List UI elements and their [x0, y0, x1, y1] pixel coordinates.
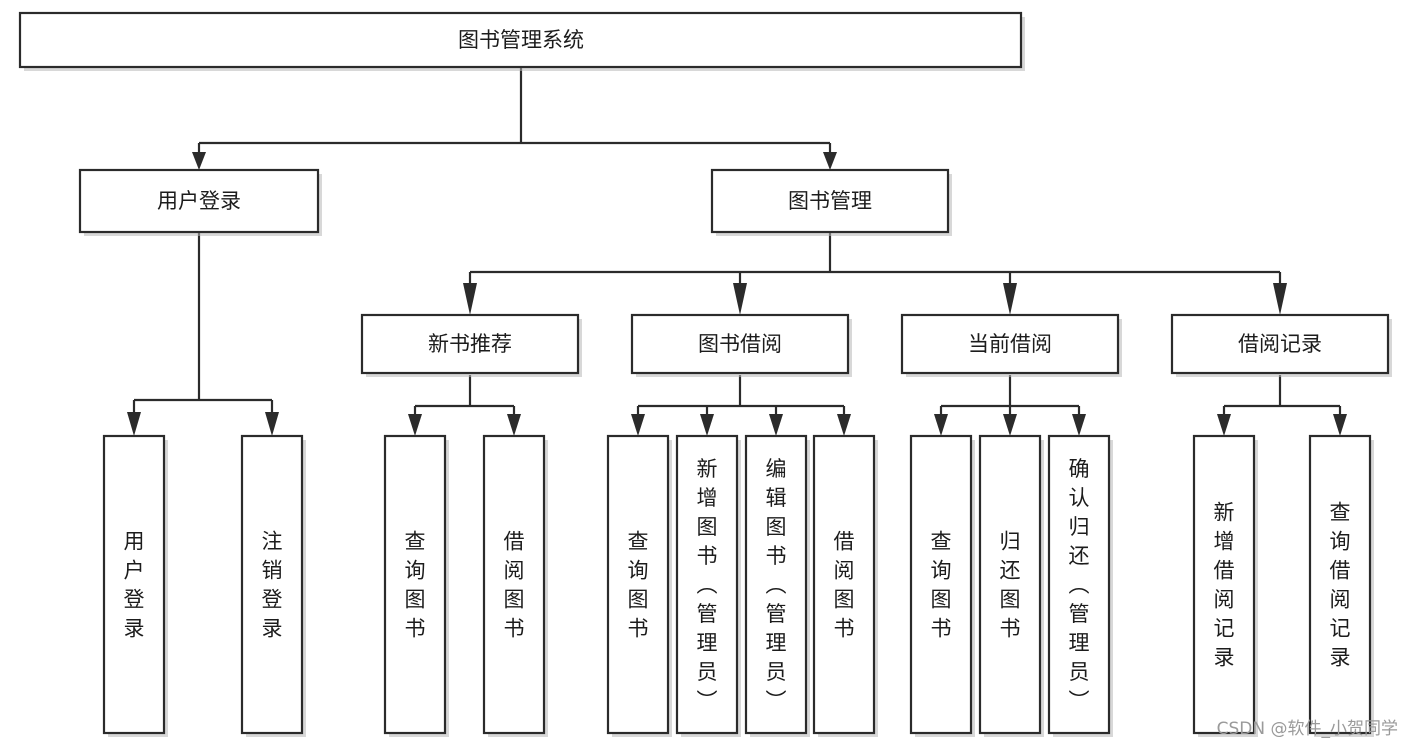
arrow-head-leaf-confirm-return [1072, 414, 1086, 436]
node-borrow-record[interactable]: 借阅记录 [1170, 313, 1392, 377]
leaf-confirm-return-box[interactable] [1047, 434, 1111, 735]
leaf-borrow-book-2-box[interactable] [812, 434, 876, 735]
arrow-head-leaf-borrow-book-2 [837, 414, 851, 436]
arrow-head-book-management [823, 152, 837, 170]
arrow-head-user-login [192, 152, 206, 170]
node-leaf-confirm-return[interactable]: 确认归还︵管理员︶ [1047, 434, 1113, 737]
leaf-query-record-label: 查询借阅记录 [1330, 501, 1351, 670]
arrow-head-leaf-query-book-2 [631, 414, 645, 436]
node-leaf-user-login[interactable]: 用户登录 [102, 434, 168, 737]
leaf-add-record-box[interactable] [1192, 434, 1256, 735]
book-borrow-label: 图书借阅 [698, 332, 782, 356]
node-leaf-borrow-book-1[interactable]: 借阅图书 [482, 434, 548, 737]
leaf-query-book-2-label: 查询图书 [628, 530, 649, 641]
node-leaf-query-book-1[interactable]: 查询图书 [383, 434, 449, 737]
borrow-record-box[interactable] [1170, 313, 1390, 375]
leaf-add-book-box[interactable] [675, 434, 739, 735]
arrow-head-leaf-query-book-1 [408, 414, 422, 436]
user-login-label: 用户登录 [157, 189, 241, 213]
leaf-return-book-label: 归还图书 [1000, 530, 1021, 641]
leaf-logout-login-label: 注销登录 [262, 530, 283, 641]
leaf-user-login-label: 用户登录 [124, 530, 145, 641]
leaf-return-book-box[interactable] [978, 434, 1042, 735]
book-management-box[interactable] [710, 168, 950, 234]
arrow-head-new-book-recommend [463, 283, 477, 315]
arrow-head-leaf-query-record [1333, 414, 1347, 436]
leaf-borrow-book-1-label: 借阅图书 [504, 530, 525, 641]
arrow-head-borrow-record [1273, 283, 1287, 315]
leaf-edit-book-box[interactable] [744, 434, 808, 735]
node-leaf-query-book-2[interactable]: 查询图书 [606, 434, 672, 737]
new-book-recommend-box[interactable] [360, 313, 580, 375]
arrow-head-leaf-query-book-3 [934, 414, 948, 436]
leaf-user-login-box[interactable] [102, 434, 166, 735]
arrow-head-leaf-add-record [1217, 414, 1231, 436]
node-book-management[interactable]: 图书管理 [710, 168, 952, 236]
borrow-record-label: 借阅记录 [1238, 332, 1322, 356]
node-new-book-recommend[interactable]: 新书推荐 [360, 313, 582, 377]
root-label: 图书管理系统 [458, 28, 584, 52]
leaf-query-book-3-box[interactable] [909, 434, 973, 735]
current-borrow-box[interactable] [900, 313, 1120, 375]
node-book-borrow[interactable]: 图书借阅 [630, 313, 852, 377]
leaf-query-book-3-label: 查询图书 [931, 530, 952, 641]
leaf-borrow-book-2-label: 借阅图书 [834, 530, 855, 641]
node-leaf-borrow-book-2[interactable]: 借阅图书 [812, 434, 878, 737]
book-borrow-box[interactable] [630, 313, 850, 375]
leaf-edit-book-label: 编辑图书︵管理员︶ [766, 457, 787, 713]
new-book-recommend-label: 新书推荐 [428, 332, 512, 356]
leaf-query-book-1-box[interactable] [383, 434, 447, 735]
arrow-head-leaf-add-book [700, 414, 714, 436]
node-leaf-add-book[interactable]: 新增图书︵管理员︶ [675, 434, 741, 737]
node-leaf-query-record[interactable]: 查询借阅记录 [1308, 434, 1374, 737]
arrow-head-current-borrow [1003, 283, 1017, 315]
leaf-borrow-book-1-box[interactable] [482, 434, 546, 735]
arrow-head-leaf-logout-login [265, 412, 279, 436]
book-management-label: 图书管理 [788, 189, 872, 213]
leaf-add-record-label: 新增借阅记录 [1214, 501, 1235, 670]
node-user-login[interactable]: 用户登录 [78, 168, 322, 236]
connector-layer [127, 67, 1347, 436]
leaf-query-book-1-label: 查询图书 [405, 530, 426, 641]
leaf-query-book-2-box[interactable] [606, 434, 670, 735]
node-leaf-add-record[interactable]: 新增借阅记录 [1192, 434, 1258, 737]
user-login-box[interactable] [78, 168, 320, 234]
node-leaf-logout-login[interactable]: 注销登录 [240, 434, 306, 737]
node-leaf-query-book-3[interactable]: 查询图书 [909, 434, 975, 737]
arrow-head-book-borrow [733, 283, 747, 315]
leaf-query-record-box[interactable] [1308, 434, 1372, 735]
leaf-add-book-label: 新增图书︵管理员︶ [697, 457, 718, 713]
node-leaf-return-book[interactable]: 归还图书 [978, 434, 1044, 737]
node-root[interactable]: 图书管理系统 [18, 11, 1025, 71]
arrow-head-leaf-edit-book [769, 414, 783, 436]
node-current-borrow[interactable]: 当前借阅 [900, 313, 1122, 377]
leaf-logout-login-box[interactable] [240, 434, 304, 735]
leaf-confirm-return-label: 确认归还︵管理员︶ [1069, 457, 1090, 713]
arrow-head-leaf-user-login [127, 412, 141, 436]
leaf-layer: 用户登录 注销登录 查询图书 借阅图书 查询图书 新增图书︵管理员︶ 编辑图书︵管理员︶ 借阅… [102, 434, 1374, 737]
node-leaf-edit-book[interactable]: 编辑图书︵管理员︶ [744, 434, 810, 737]
arrow-head-leaf-borrow-book-1 [507, 414, 521, 436]
current-borrow-label: 当前借阅 [968, 332, 1052, 356]
watermark-label: CSDN @软件_小贺同学 [1217, 719, 1398, 739]
root-box[interactable] [18, 11, 1023, 69]
arrow-head-leaf-return-book [1003, 414, 1017, 436]
